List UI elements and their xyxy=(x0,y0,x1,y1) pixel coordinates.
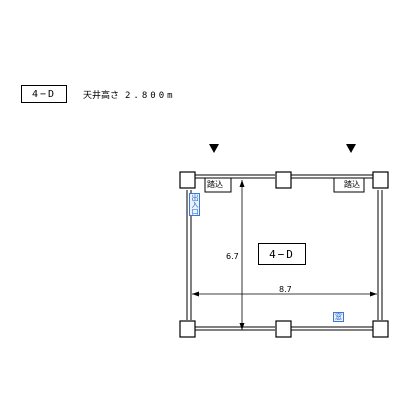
ceiling-height-value: 2.800m xyxy=(125,91,176,101)
room-code-box: 4−D xyxy=(21,85,67,103)
entrance-label: 出入口 xyxy=(189,193,200,216)
window-label: 窓 xyxy=(333,312,344,322)
room-label: 4−D xyxy=(258,243,306,265)
dim-width: 8.7 xyxy=(279,285,292,294)
column-top-left xyxy=(179,171,196,189)
dimension-lines xyxy=(192,180,377,330)
entrance-arrow-right xyxy=(346,144,356,153)
ceiling-height: 天井高さ 2.800m xyxy=(83,88,176,101)
dim-depth: 6.7 xyxy=(226,252,239,261)
column-bottom-right xyxy=(372,320,389,338)
step-in-left: 踏込 xyxy=(206,180,224,190)
columns xyxy=(179,171,389,338)
column-bottom-mid xyxy=(275,320,292,338)
column-bottom-left xyxy=(179,320,196,338)
column-top-right xyxy=(372,171,389,189)
column-top-mid xyxy=(275,171,292,189)
ceiling-height-label: 天井高さ xyxy=(83,91,120,101)
entrance-arrow-left xyxy=(209,144,219,153)
step-in-right: 踏込 xyxy=(343,180,361,190)
